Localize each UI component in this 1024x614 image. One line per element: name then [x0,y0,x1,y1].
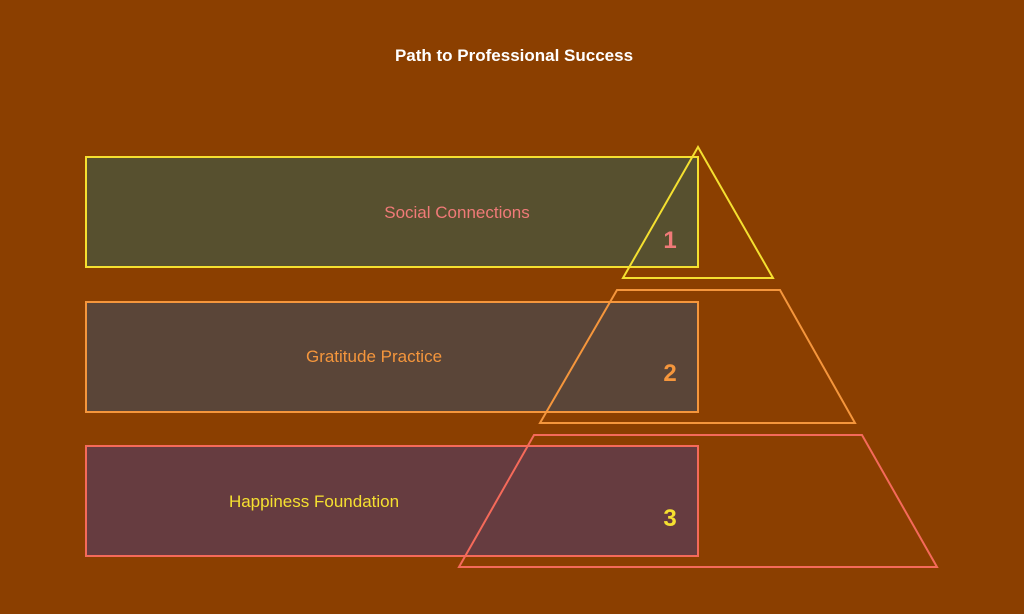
level-2-box [85,301,699,413]
diagram-title: Path to Professional Success [394,46,634,65]
level-1-box [85,156,699,268]
level-3-number: 3 [663,505,677,532]
pyramid-tier-1 [621,144,775,279]
level-1-number: 1 [663,227,677,254]
level-3-label: Happiness Foundation [228,492,400,511]
pyramid-tier-2 [538,289,857,424]
level-2-label: Gratitude Practice [305,347,443,366]
pyramid-tier-3 [457,434,939,568]
level-2-number: 2 [663,360,677,387]
level-3-box [85,445,699,557]
level-1-label: Social Connections [384,203,530,222]
